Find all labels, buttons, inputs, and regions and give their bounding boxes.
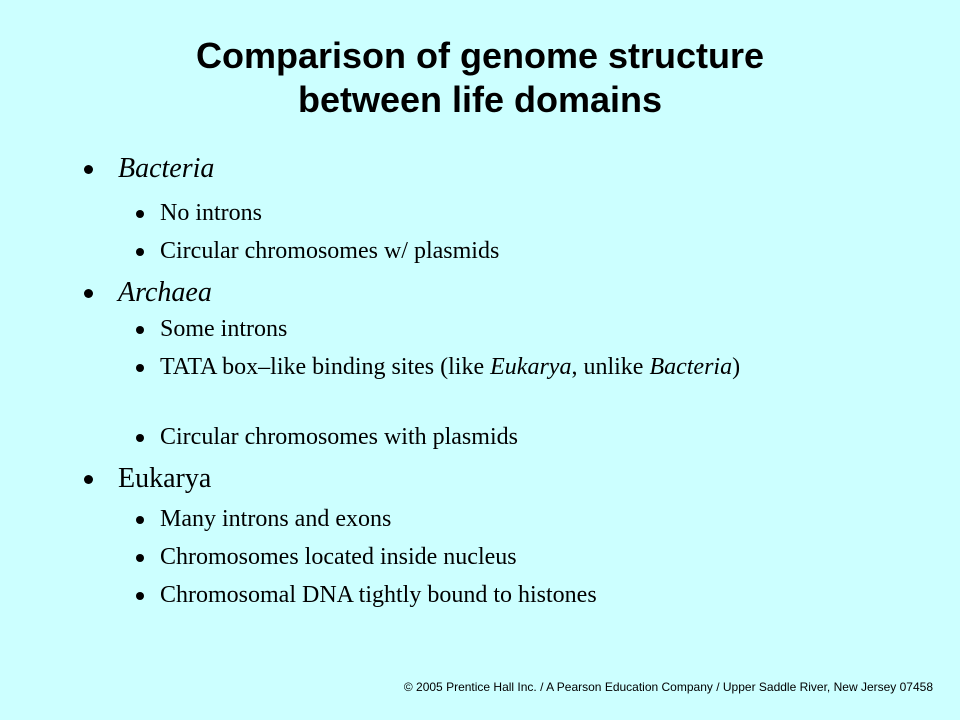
heading-eukarya: Eukarya [118, 463, 212, 494]
sub-bullet-text: Chromosomes located inside nucleus [160, 544, 517, 570]
bacteria-emphasis: Bacteria [649, 354, 733, 380]
slide-title-line-1: Comparison of genome structure [195, 35, 765, 76]
bullet-dot-icon [136, 516, 144, 524]
slide-title-line-2: between life domains [297, 79, 663, 120]
heading-archaea: Archaea [118, 277, 212, 308]
bullet-dot-icon [136, 210, 144, 218]
sub-bullet-text: Chromosomal DNA tightly bound to histone… [160, 582, 597, 608]
sub-bullet-text: Circular chromosomes w/ plasmids [160, 238, 500, 264]
bullet-dot-icon [136, 248, 144, 256]
sub-bullet-text: No introns [160, 200, 262, 226]
bullet-dot-icon [136, 434, 144, 442]
sub-bullet-text: Circular chromosomes with plasmids [160, 424, 518, 450]
bullet-dot-icon [136, 364, 144, 372]
bullet-dot-icon [136, 326, 144, 334]
slide-title: Comparison of genome structure between l… [0, 34, 960, 122]
copyright-footer: © 2005 Prentice Hall Inc. / A Pearson Ed… [403, 680, 933, 694]
bullet-dot-icon [136, 554, 144, 562]
bullet-dot-icon [84, 165, 93, 174]
heading-bacteria: Bacteria [118, 153, 215, 184]
sub-bullet-text: Some introns [160, 316, 288, 342]
bullet-dot-icon [84, 475, 93, 484]
sub-bullet-text: Many introns and exons [160, 506, 392, 532]
bullet-dot-icon [84, 289, 93, 298]
bullet-dot-icon [136, 592, 144, 600]
eukarya-emphasis: Eukarya [490, 354, 572, 380]
sub-bullet-text: TATA box–like binding sites (like Eukary… [160, 354, 741, 380]
